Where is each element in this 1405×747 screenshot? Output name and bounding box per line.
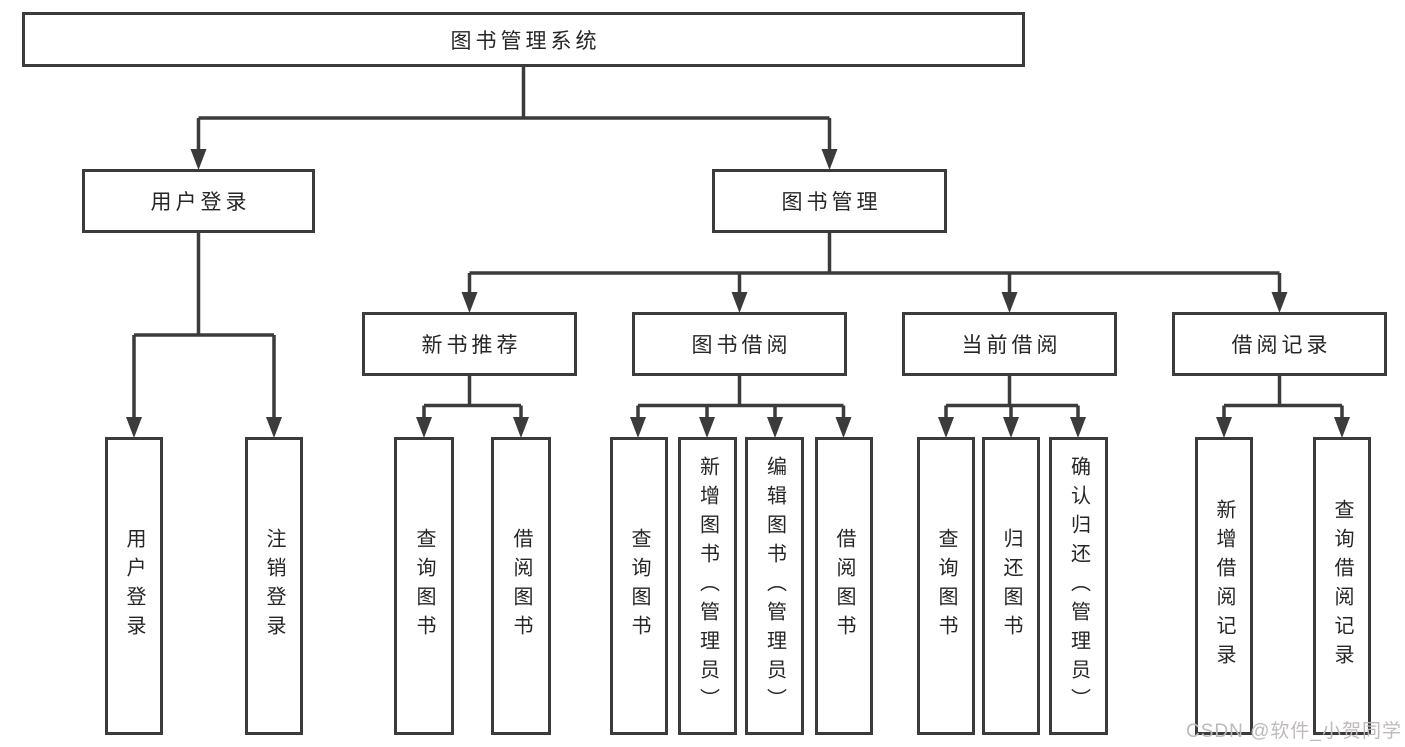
node-label: 用户登录 (150, 191, 251, 214)
leaf-confirm-return-admin: 确认归还（管理员） (1049, 437, 1108, 735)
leaf-label: 归还图书 (1000, 528, 1022, 644)
leaf-return-books: 归还图书 (982, 437, 1040, 735)
leaf-label: 查询图书 (413, 528, 435, 644)
leaf-query-books-borrow: 查询图书 (610, 437, 668, 735)
leaf-logout: 注销登录 (245, 437, 303, 735)
node-label: 图书管理系统 (450, 29, 601, 53)
leaf-label: 注销登录 (263, 528, 285, 644)
leaf-label: 确认归还（管理员） (1067, 455, 1090, 717)
leaf-label: 查询图书 (628, 528, 650, 644)
csdn-watermark: CSDN @软件_小贺同学 (1186, 721, 1402, 742)
leaf-borrow-books-recommend: 借阅图书 (491, 437, 551, 735)
node-label: 借阅记录 (1231, 334, 1332, 357)
node-current-borrow: 当前借阅 (902, 312, 1117, 376)
leaf-add-books-admin: 新增图书（管理员） (678, 437, 737, 735)
leaf-label: 借阅图书 (510, 528, 532, 644)
leaf-label: 用户登录 (123, 528, 145, 644)
leaf-add-borrow-record: 新增借阅记录 (1195, 437, 1253, 735)
leaf-query-borrow-record: 查询借阅记录 (1313, 437, 1371, 735)
node-label: 图书管理 (781, 191, 882, 214)
node-borrow-records: 借阅记录 (1172, 312, 1387, 376)
node-new-book-recommend: 新书推荐 (362, 312, 577, 376)
leaf-label: 新增图书（管理员） (696, 455, 719, 717)
node-system-root: 图书管理系统 (22, 12, 1025, 67)
leaf-label: 借阅图书 (833, 528, 855, 644)
node-user-login: 用户登录 (82, 169, 315, 233)
node-label: 图书借阅 (691, 334, 792, 357)
leaf-query-books-current: 查询图书 (917, 437, 975, 735)
node-label: 新书推荐 (421, 334, 522, 357)
leaf-label: 查询图书 (935, 528, 957, 644)
leaf-borrow-books: 借阅图书 (815, 437, 873, 735)
leaf-label: 查询借阅记录 (1331, 499, 1353, 673)
node-book-management: 图书管理 (712, 169, 947, 233)
leaf-edit-books-admin: 编辑图书（管理员） (745, 437, 804, 735)
leaf-label: 编辑图书（管理员） (763, 455, 786, 717)
leaf-label: 新增借阅记录 (1213, 499, 1235, 673)
leaf-user-login: 用户登录 (105, 437, 163, 735)
leaf-query-books-recommend: 查询图书 (394, 437, 454, 735)
node-label: 当前借阅 (961, 334, 1062, 357)
node-book-borrow: 图书借阅 (632, 312, 847, 376)
